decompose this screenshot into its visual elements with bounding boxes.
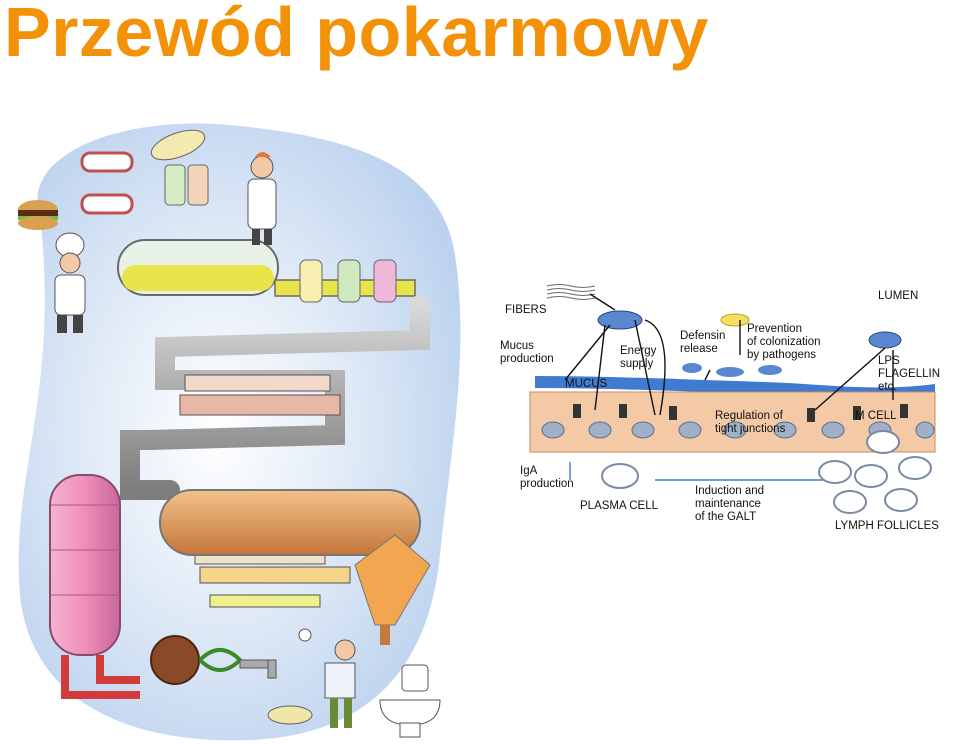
label-defensin-release: Defensin release — [680, 330, 726, 355]
label-energy-supply: Energy supply — [620, 345, 657, 370]
galt-arrow — [569, 462, 825, 481]
plasma-cell — [601, 463, 639, 489]
toilet-icon — [379, 664, 441, 738]
arrows — [564, 293, 894, 416]
flasks-icon — [164, 164, 397, 303]
chef-icon — [54, 232, 86, 333]
label-tight-junctions: Regulation of tight junctions — [715, 410, 786, 435]
label-lumen: LUMEN — [878, 290, 919, 302]
lymph-follicles — [818, 430, 932, 514]
digestive-machine-illustration — [18, 123, 461, 741]
label-prevention: Prevention of colonization by pathogens — [747, 323, 821, 361]
page-title: Przewód pokarmowy — [4, 0, 709, 71]
pink-tank-icon — [49, 474, 140, 699]
scientist-icon — [247, 152, 277, 245]
large-intestine-barrel — [159, 489, 431, 645]
label-iga: IgA production — [520, 465, 574, 490]
label-mucus-production: Mucus production — [500, 340, 554, 365]
label-mucus: MUCUS — [565, 378, 608, 390]
clock-icon — [298, 628, 312, 642]
dentures-icon — [80, 151, 134, 215]
faucet-icon — [239, 659, 313, 725]
burger-icon — [18, 200, 58, 230]
gut-barrier-diagram — [529, 284, 936, 514]
label-m-cell: M CELL — [855, 410, 897, 422]
label-plasma-cell: PLASMA CELL — [580, 500, 658, 512]
bacterium-icon — [597, 310, 902, 377]
pouring-jar-icon — [150, 129, 206, 161]
label-lps: LPS FLAGELLIN etc. — [878, 355, 940, 393]
reading-man-icon — [324, 639, 356, 728]
label-induction: Induction and maintenance of the GALT — [695, 485, 765, 523]
fibers-icon — [546, 284, 596, 300]
label-fibers: FIBERS — [505, 304, 547, 316]
label-lymph-follicles: LYMPH FOLLICLES — [835, 520, 939, 532]
